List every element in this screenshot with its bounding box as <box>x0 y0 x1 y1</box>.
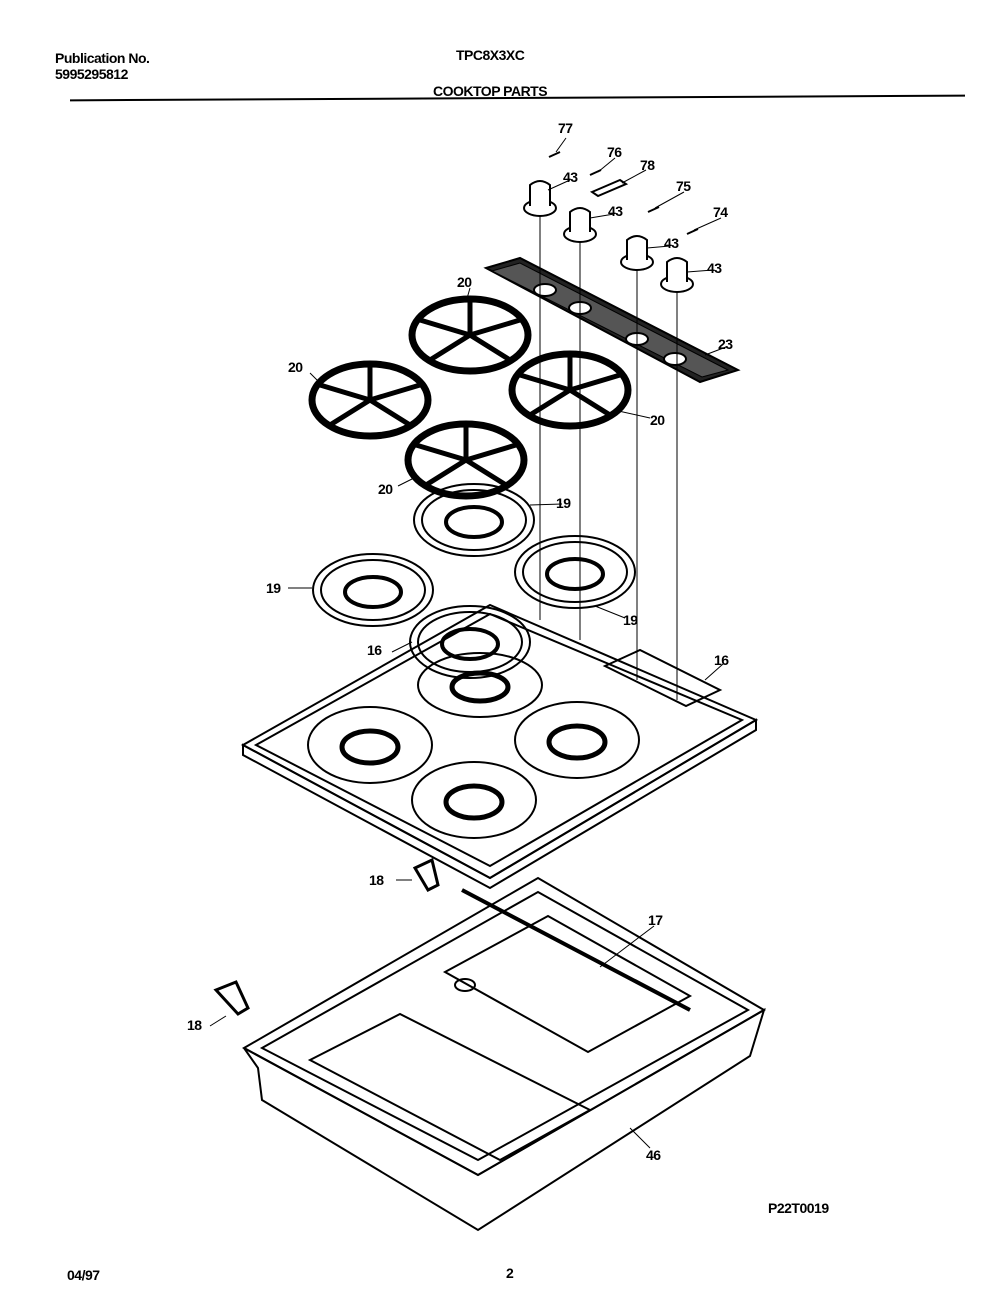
callout-43: 43 <box>608 203 623 219</box>
callout-18: 18 <box>369 872 384 888</box>
callout-77: 77 <box>558 120 573 136</box>
callout-19: 19 <box>623 612 638 628</box>
diagram-code: P22T0019 <box>768 1200 829 1216</box>
callout-46: 46 <box>646 1147 661 1163</box>
callout-23: 23 <box>718 336 733 352</box>
callout-19: 19 <box>556 495 571 511</box>
callout-74: 74 <box>713 204 728 220</box>
callout-20: 20 <box>288 359 303 375</box>
callout-20: 20 <box>650 412 665 428</box>
cooktop-part-16 <box>240 603 759 890</box>
callout-20: 20 <box>378 481 393 497</box>
callout-19: 19 <box>266 580 281 596</box>
page-number: 2 <box>506 1265 514 1281</box>
callout-76: 76 <box>607 144 622 160</box>
callout-43: 43 <box>707 260 722 276</box>
drip-bowls-part-19 <box>312 483 636 679</box>
publication-number: 5995295812 <box>55 66 128 82</box>
control-knobs-part-43 <box>523 180 694 293</box>
burner-box-pan <box>241 876 766 1232</box>
model-number: TPC8X3XC <box>456 47 525 63</box>
brackets-part-18 <box>213 857 440 1016</box>
burner-grates-part-20 <box>308 295 632 500</box>
callout-43: 43 <box>664 235 679 251</box>
section-title: COOKTOP PARTS <box>433 83 548 99</box>
knob-inserts <box>548 151 699 235</box>
publication-label: Publication No. <box>55 50 150 66</box>
callout-16: 16 <box>714 652 729 668</box>
callout-75: 75 <box>676 178 691 194</box>
callout-43: 43 <box>563 169 578 185</box>
callout-16: 16 <box>367 642 382 658</box>
footer-date: 04/97 <box>67 1267 100 1283</box>
callout-78: 78 <box>640 157 655 173</box>
callout-20: 20 <box>457 274 472 290</box>
callout-18: 18 <box>187 1017 202 1033</box>
callout-17: 17 <box>648 912 663 928</box>
